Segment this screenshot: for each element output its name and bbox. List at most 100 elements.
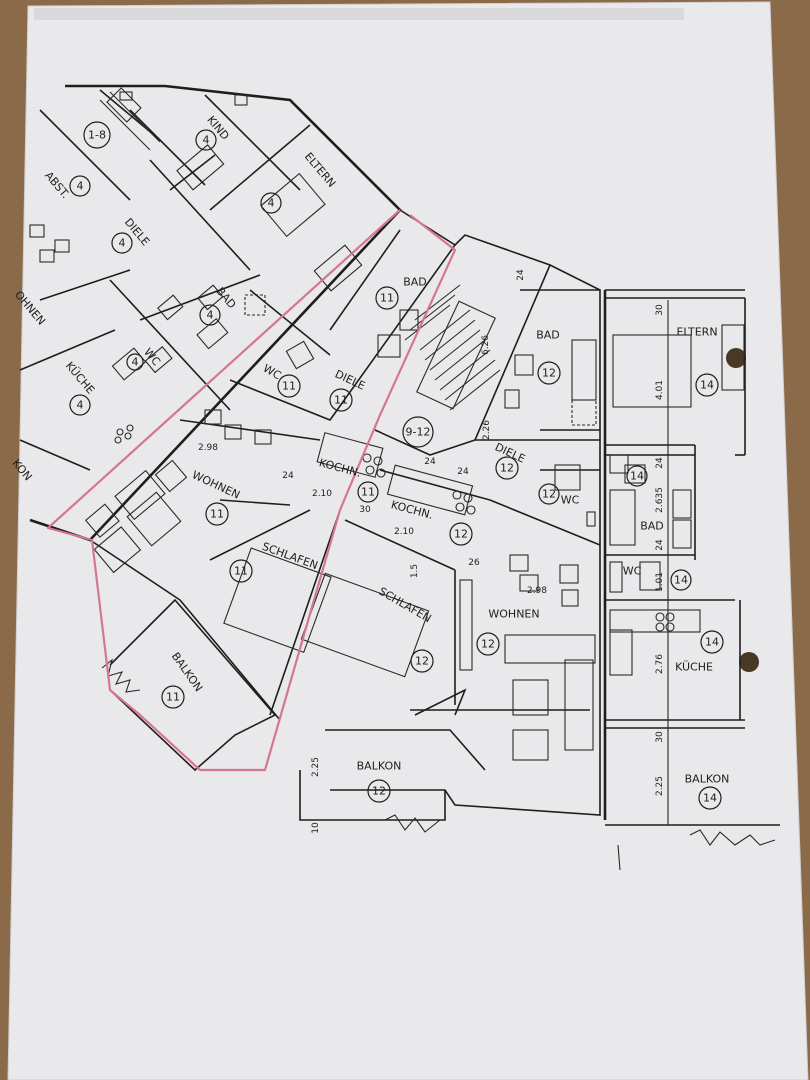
unit-circle-c-14-kueche: 14: [700, 630, 724, 654]
dimension-d-24-b: 24: [282, 471, 294, 481]
unit-circle-ring: [111, 232, 133, 254]
dimension-d-2-76: 2.76: [655, 654, 665, 674]
unit-circle-c-11-wc: 11: [277, 374, 301, 398]
unit-circle-c-4-kueche: 4: [69, 394, 91, 416]
unit-circle-c-4-abst: 4: [69, 175, 91, 197]
unit-circle-c-4-bad: 4: [199, 304, 221, 326]
unit-circle-c-14-balkon: 14: [698, 786, 722, 810]
unit-number-c-11-wohnen: 11: [210, 508, 224, 521]
room-label-wohnen-12: WOHNEN: [488, 608, 539, 621]
unit-circle-ring: [402, 416, 434, 448]
room-label-wc-14: WC: [623, 565, 642, 578]
unit-circle-c-4-wc: 4: [126, 353, 144, 371]
unit-circle-ring: [700, 630, 724, 654]
unit-circle-c-1-8: 1-8: [83, 121, 111, 149]
dimension-d-24-d: 24: [457, 467, 469, 477]
unit-circle-ring: [357, 481, 379, 503]
unit-circle-c-12-diele: 12: [495, 456, 519, 480]
unit-number-c-12-diele: 12: [500, 462, 514, 475]
unit-circle-c-4-diele: 4: [111, 232, 133, 254]
unit-circle-ring: [538, 483, 560, 505]
dimension-d-2-98-11: 2.98: [198, 443, 218, 453]
unit-number-c-9-12: 9-12: [406, 426, 431, 439]
unit-circle-ring: [626, 465, 648, 487]
unit-circle-ring: [367, 779, 391, 803]
unit-number-c-11-wc: 11: [282, 380, 296, 393]
unit-number-c-14-kueche: 14: [705, 636, 719, 649]
unit-circle-ring: [229, 559, 253, 583]
unit-number-c-14-wc: 14: [674, 574, 688, 587]
dimension-d-30-b: 30: [655, 731, 665, 743]
unit-circle-ring: [449, 522, 473, 546]
dimension-d-24-a: 24: [516, 269, 526, 281]
dimension-d-6-26: 6.26: [481, 335, 491, 355]
unit-circle-ring: [476, 632, 500, 656]
unit-circle-c-12-bad: 12: [537, 361, 561, 385]
unit-circle-c-11-diele: 11: [329, 388, 353, 412]
unit-circle-ring: [161, 685, 185, 709]
unit-number-c-14-eltern: 14: [700, 379, 714, 392]
unit-circle-c-14-eltern: 14: [695, 373, 719, 397]
unit-circle-c-11-wohnen: 11: [205, 502, 229, 526]
room-label-balkon-14: BALKON: [685, 773, 730, 786]
dimension-d-24-c: 24: [424, 457, 436, 467]
unit-circle-ring: [260, 192, 282, 214]
unit-number-c-4-abst: 4: [77, 180, 84, 193]
unit-number-c-4-bad: 4: [207, 309, 214, 322]
unit-number-c-4-eltern: 4: [268, 197, 275, 210]
unit-number-c-4-wc: 4: [132, 356, 139, 369]
unit-number-c-11-kochn: 11: [361, 486, 375, 499]
unit-number-c-4-kueche: 4: [77, 399, 84, 412]
dimension-d-2-26: 2.26: [482, 420, 492, 440]
unit-circle-ring: [277, 374, 301, 398]
unit-circle-ring: [410, 649, 434, 673]
building-unit-12: [299, 264, 601, 833]
unit-circle-ring: [329, 388, 353, 412]
copy-shadow: [34, 8, 684, 20]
unit-number-c-11-diele: 11: [334, 394, 348, 407]
unit-number-c-12-balkon: 12: [372, 785, 386, 798]
unit-circle-c-14-wc: 14: [670, 569, 692, 591]
dimension-d-2-25-12: 2.25: [311, 757, 321, 777]
dimension-d-2-10-12: 2.10: [394, 527, 414, 537]
dimension-d-30-a: 30: [359, 505, 371, 515]
unit-number-c-12-kochn: 12: [454, 528, 468, 541]
unit-circle-c-11-bad: 11: [375, 286, 399, 310]
building-unit-14: [603, 289, 780, 871]
punch-hole-bottom: [739, 652, 759, 672]
unit-number-c-12-schlafen: 12: [415, 655, 429, 668]
unit-number-c-4-diele: 4: [119, 237, 126, 250]
dimension-d-2-25-14: 2.25: [655, 776, 665, 796]
unit-circle-ring: [195, 129, 217, 151]
unit-number-c-12-wc: 12: [542, 488, 556, 501]
unit-circle-c-11-balkon: 11: [161, 685, 185, 709]
unit-number-c-11-balkon: 11: [166, 691, 180, 704]
unit-circle-ring: [537, 361, 561, 385]
unit-number-c-11-bad: 11: [380, 292, 394, 305]
dimension-d-1-01: 1.01: [655, 572, 665, 592]
room-label-bad-11: BAD: [403, 276, 427, 289]
unit-circle-ring: [199, 304, 221, 326]
room-label-wc-12: WC: [561, 494, 580, 507]
unit-number-c-12-bad: 12: [542, 367, 556, 380]
unit-circle-c-11-kochn: 11: [357, 481, 379, 503]
unit-circle-c-12-schlafen: 12: [410, 649, 434, 673]
unit-circle-ring: [126, 353, 144, 371]
room-label-bad-12: BAD: [536, 329, 560, 342]
unit-circle-c-11-schlafen: 11: [229, 559, 253, 583]
staircase: [374, 234, 552, 456]
unit-circle-ring: [670, 569, 692, 591]
unit-11-outline: [46, 209, 457, 772]
unit-circle-c-4-eltern: 4: [260, 192, 282, 214]
room-label-bad-14: BAD: [640, 520, 664, 533]
unit-circle-c-12-wohnen: 12: [476, 632, 500, 656]
unit-circle-ring: [205, 502, 229, 526]
dimension-d-1-5: 1.5: [410, 564, 420, 578]
unit-circle-c-12-wc: 12: [538, 483, 560, 505]
unit-circle-c-4-kind: 4: [195, 129, 217, 151]
unit-number-c-14-bad-top: 14: [630, 470, 644, 483]
unit-circle-ring: [69, 175, 91, 197]
unit-circle-ring: [69, 394, 91, 416]
unit-circle-ring: [375, 286, 399, 310]
unit-number-c-14-balkon: 14: [703, 792, 717, 805]
